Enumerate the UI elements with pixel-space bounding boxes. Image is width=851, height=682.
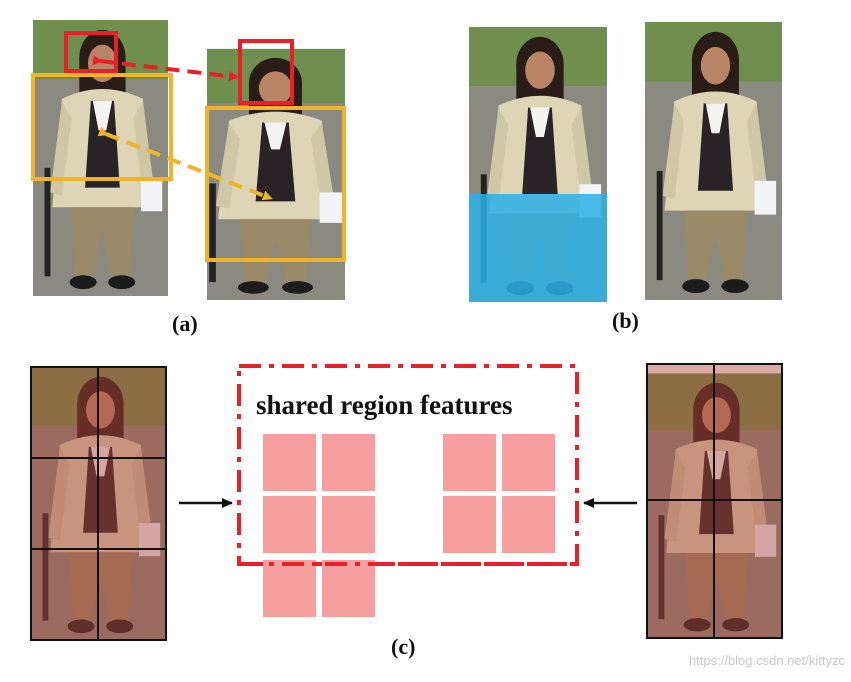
watermark: https://blog.csdn.net/kittyzc [688,653,845,668]
region-tile [322,496,375,553]
region-tile [263,434,316,491]
region-tile [502,434,555,491]
right-region-grid [646,363,783,639]
body-correspondence-arrow [97,126,273,201]
person-image-b-left [469,27,607,302]
shared-region-title: shared region features [256,390,513,420]
region-tile [263,560,316,617]
region-tile [443,496,496,553]
caption-c: (c) [391,634,416,659]
region-tile [322,560,375,617]
region-tile [502,496,555,553]
region-tile [443,434,496,491]
occlusion-mask [469,194,607,302]
caption-a: (a) [172,311,198,336]
head-box-right [238,39,294,105]
caption-b: (b) [612,308,639,333]
region-tile [322,434,375,491]
left-region-grid [30,366,167,641]
head-correspondence-arrow [92,55,239,82]
head-box-left [64,31,118,73]
region-tile [263,496,316,553]
shared-region-frame [237,364,579,566]
